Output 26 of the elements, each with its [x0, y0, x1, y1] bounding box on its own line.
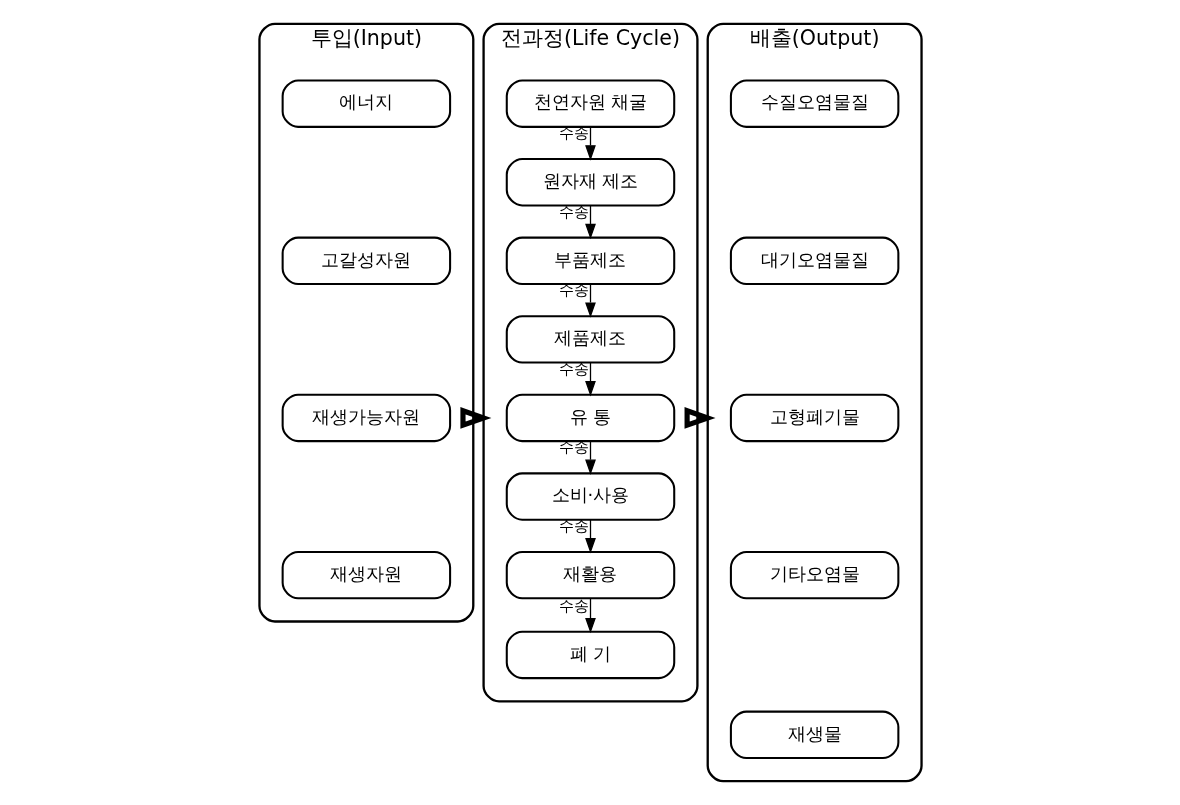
node-box: 유 통 — [505, 393, 675, 443]
arrow — [584, 362, 596, 397]
node-box: 재활용 — [505, 550, 675, 600]
node-box: 제품제조 — [505, 315, 675, 364]
node-box: 재생가능자원 — [281, 393, 451, 443]
node-box: 대기오염물질 — [729, 236, 899, 285]
arrow — [584, 597, 596, 634]
node-box: 부품제조 — [505, 236, 675, 285]
arrow — [584, 519, 596, 554]
node-box: 에너지 — [281, 79, 451, 128]
node-box: 고형폐기물 — [729, 393, 899, 443]
arrow — [584, 440, 596, 475]
node-box: 소비·사용 — [505, 472, 675, 521]
node-box: 고갈성자원 — [281, 236, 451, 285]
arrow — [459, 407, 491, 429]
node-box: 재생물 — [729, 710, 899, 760]
node-box: 폐 기 — [505, 630, 675, 680]
arrow — [684, 407, 715, 429]
node-box: 천연자원 채굴 — [505, 79, 675, 128]
node-box: 수질오염물질 — [729, 79, 899, 128]
node-box: 재생자원 — [281, 550, 451, 600]
arrow — [584, 283, 596, 318]
node-box: 원자재 제조 — [505, 158, 675, 207]
node-box: 기타오염물 — [729, 550, 899, 600]
arrow — [584, 126, 596, 161]
arrow — [584, 204, 596, 240]
